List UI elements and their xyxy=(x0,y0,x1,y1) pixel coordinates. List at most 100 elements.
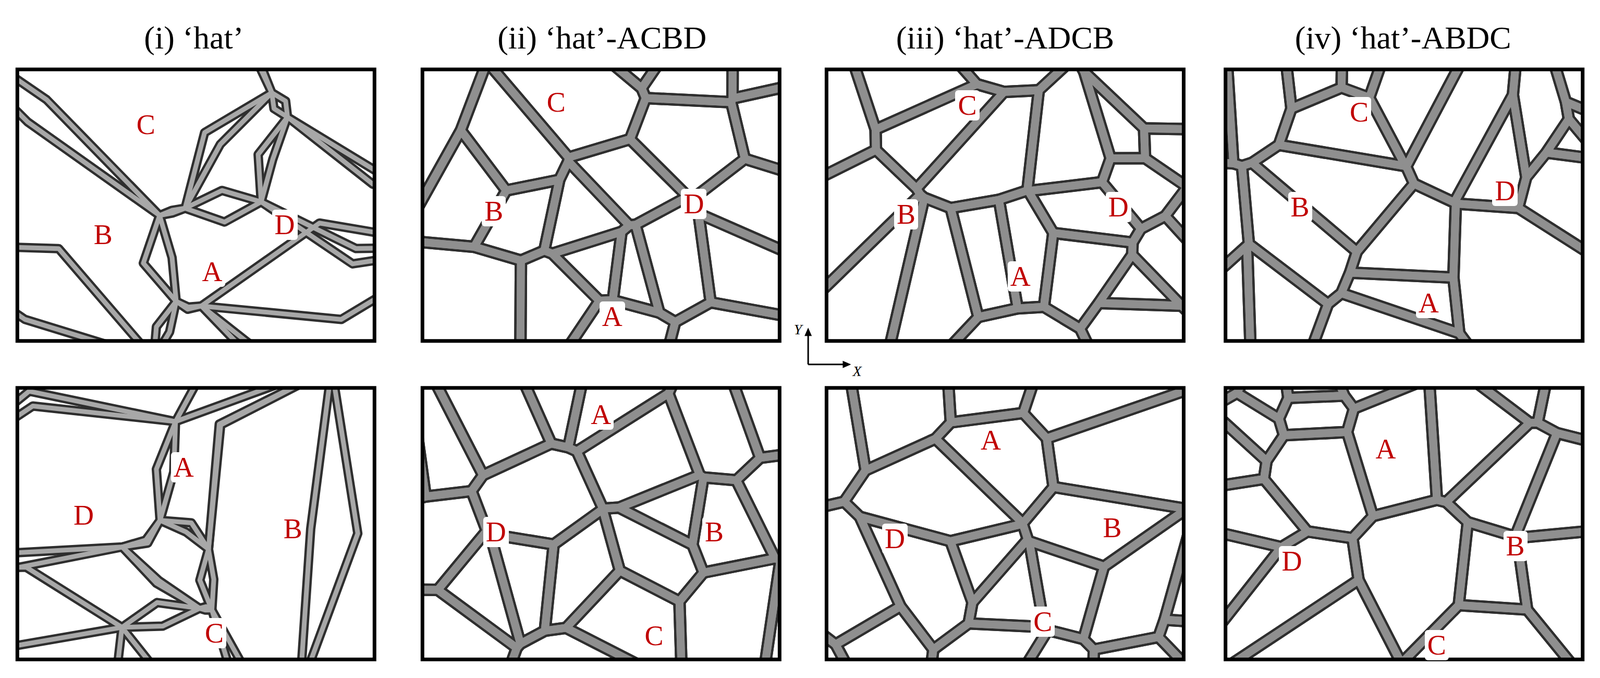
strut-face xyxy=(17,546,200,648)
strut-face xyxy=(1247,243,1328,341)
strut-letter: B xyxy=(702,516,727,547)
strut-edge xyxy=(942,387,1067,423)
strut-face xyxy=(1080,302,1184,341)
strut-edge xyxy=(1401,604,1583,659)
strut-letter: B xyxy=(1100,512,1125,543)
strut-edge xyxy=(1515,432,1583,538)
strut-letter: A xyxy=(1415,287,1442,319)
strut-edge xyxy=(1164,445,1184,628)
strut-edge xyxy=(1029,541,1104,639)
strut-face xyxy=(422,387,483,497)
strut-letter: A xyxy=(588,399,614,430)
strut-edge xyxy=(1512,69,1569,178)
column-heading: (iv) ‘hat’-ABDC xyxy=(1295,21,1512,54)
strut-edge xyxy=(1458,521,1528,610)
strut-edge xyxy=(1263,431,1373,539)
strut-letter: B xyxy=(1503,530,1528,561)
strut-face xyxy=(1027,69,1111,191)
strut-face xyxy=(826,194,925,341)
strut-face xyxy=(1029,541,1104,639)
strut-face xyxy=(950,199,1018,317)
strut-edge xyxy=(950,199,1018,317)
axis-label: Y xyxy=(794,322,803,337)
strut-letter: A xyxy=(1007,261,1034,292)
strut-face xyxy=(930,623,1048,659)
strut-edge xyxy=(519,250,600,341)
strut-face xyxy=(630,98,745,198)
strut-face xyxy=(869,197,979,341)
strut-face xyxy=(643,302,780,341)
strut-edge xyxy=(1247,243,1328,341)
strut-edge xyxy=(471,69,646,158)
strut-face xyxy=(1458,521,1528,610)
strut-face xyxy=(1347,387,1437,517)
strut-letter: B xyxy=(91,219,116,250)
strut-face xyxy=(1143,128,1184,187)
strut-edge xyxy=(1225,579,1407,659)
strut-face xyxy=(247,69,375,207)
strut-letter: A xyxy=(171,452,197,483)
strut-face xyxy=(159,190,375,310)
strut-letter: D xyxy=(1278,545,1305,577)
lattice-panel xyxy=(17,69,375,341)
axis-label: X xyxy=(852,363,862,379)
strut-face xyxy=(1369,69,1513,167)
strut-letter: C xyxy=(955,90,980,121)
strut-letter: B xyxy=(1288,191,1313,223)
lattice-panel xyxy=(422,387,780,660)
strut-face xyxy=(1023,387,1184,439)
strut-edge xyxy=(618,474,704,545)
strut-face xyxy=(612,224,659,313)
strut-edge xyxy=(612,224,659,313)
strut-letter: B xyxy=(281,513,305,544)
strut-face xyxy=(1341,272,1460,334)
panel-frame xyxy=(826,69,1184,341)
strut-face xyxy=(422,588,517,659)
lattice-panel xyxy=(1225,387,1583,660)
strut-face xyxy=(706,387,780,458)
panel-frame xyxy=(422,387,780,660)
strut-letter: C xyxy=(133,109,158,140)
strut-letter: D xyxy=(1105,191,1132,223)
strut-letter: C xyxy=(642,620,667,651)
lattice-panel xyxy=(422,69,780,341)
strut-letter: A xyxy=(978,424,1004,456)
strut-face xyxy=(17,387,364,486)
strut-face xyxy=(950,523,1028,603)
strut-letter: B xyxy=(894,199,919,230)
strut-edge xyxy=(1091,636,1184,659)
strut-edge xyxy=(641,69,734,103)
panel-frame xyxy=(422,69,780,341)
lattice-panel xyxy=(826,387,1184,660)
strut-face xyxy=(826,387,866,531)
strut-edge xyxy=(17,546,200,648)
strut-edge xyxy=(566,570,683,659)
strut-face xyxy=(694,159,780,296)
strut-edge xyxy=(826,194,925,341)
strut-face xyxy=(1028,181,1141,243)
strut-edge xyxy=(17,243,154,341)
strut-edge xyxy=(1028,181,1141,243)
strut-face xyxy=(1428,387,1530,503)
strut-edge xyxy=(930,623,1048,659)
strut-edge xyxy=(950,523,1028,603)
strut-face xyxy=(422,130,507,247)
panel-frame xyxy=(17,69,375,341)
strut-face xyxy=(732,69,780,99)
strut-letter: D xyxy=(882,523,908,554)
strut-edge xyxy=(199,387,358,660)
strut-face xyxy=(480,387,604,448)
strut-face xyxy=(1515,432,1583,538)
column-heading: (iii) ‘hat’-ADCB xyxy=(896,21,1115,54)
strut-face xyxy=(122,520,215,610)
lattice-panel xyxy=(826,69,1184,341)
axis-triad xyxy=(804,327,851,369)
strut-face xyxy=(1237,387,1289,419)
strut-face xyxy=(201,247,375,341)
strut-face xyxy=(1263,431,1373,539)
strut-edge xyxy=(630,98,745,198)
strut-face xyxy=(618,474,704,545)
strut-face xyxy=(1443,387,1567,423)
strut-letter: D xyxy=(680,188,707,219)
lattice-panel xyxy=(1225,69,1583,341)
